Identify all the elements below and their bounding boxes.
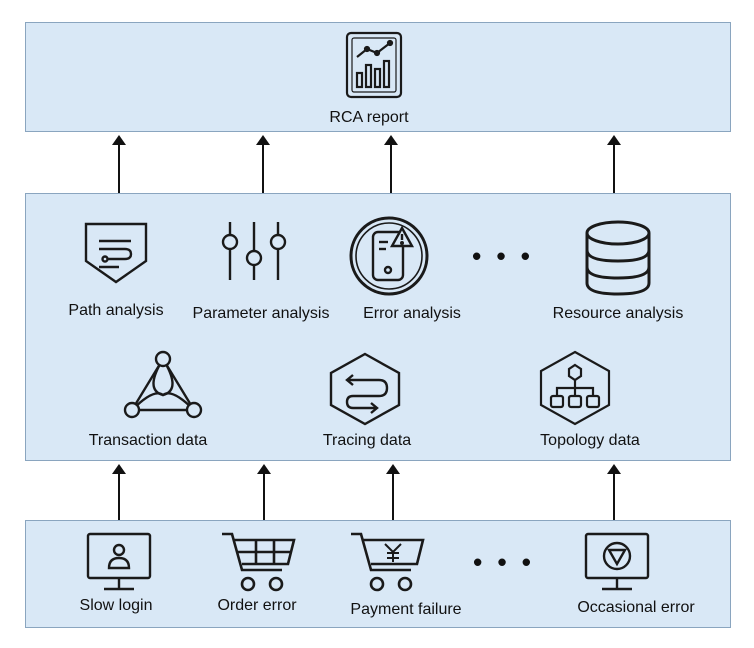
rca-report-chart-icon <box>345 31 403 99</box>
path-analysis-label: Path analysis <box>68 302 164 319</box>
arrow-up <box>112 135 126 193</box>
arrow-up <box>257 464 271 520</box>
tracing-hexagon-icon <box>327 352 403 426</box>
rca-report-label: RCA report <box>329 109 409 126</box>
rca-report-panel <box>25 22 731 132</box>
arrow-up <box>384 135 398 193</box>
parameter-sliders-icon <box>220 220 288 282</box>
tracing-data-label: Tracing data <box>322 432 412 449</box>
occasional-error-label: Occasional error <box>577 599 695 616</box>
yen-cart-icon <box>349 530 425 592</box>
path-analysis-shield-icon <box>83 221 149 285</box>
error-analysis-device-icon <box>348 216 430 296</box>
order-error-label: Order error <box>217 597 297 614</box>
topology-hexagon-icon <box>537 350 613 426</box>
transaction-triangle-icon <box>123 350 203 422</box>
transaction-data-label: Transaction data <box>88 432 208 449</box>
error-analysis-label: Error analysis <box>363 305 461 322</box>
monitor-warning-icon <box>584 532 650 592</box>
monitor-user-icon <box>86 532 152 592</box>
symptoms-panel <box>25 520 731 628</box>
parameter-analysis-label: Parameter analysis <box>192 305 330 322</box>
payment-failure-label: Payment failure <box>350 601 462 618</box>
resource-analysis-label: Resource analysis <box>552 305 684 322</box>
arrow-up <box>607 464 621 520</box>
topology-data-label: Topology data <box>540 432 640 449</box>
database-icon <box>584 220 652 296</box>
arrow-up <box>256 135 270 193</box>
analysis-ellipsis: • • • <box>472 241 534 271</box>
arrow-up <box>607 135 621 193</box>
slow-login-label: Slow login <box>79 597 153 614</box>
arrow-up <box>112 464 126 520</box>
symptoms-ellipsis: • • • <box>473 547 535 577</box>
shopping-cart-icon <box>220 530 296 592</box>
arrow-up <box>386 464 400 520</box>
